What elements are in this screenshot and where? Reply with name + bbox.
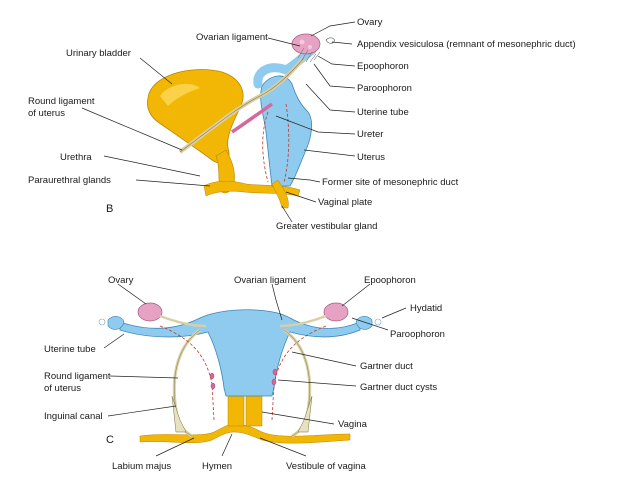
gartner-duct-cysts-shape xyxy=(209,368,278,390)
label-b-paraurethral-glands: Paraurethral glands xyxy=(28,175,111,186)
label-c-hymen: Hymen xyxy=(202,461,232,472)
label-b-uterus: Uterus xyxy=(357,152,385,163)
ureter-shape-b xyxy=(231,102,274,134)
label-c-vestibule-of-vagina: Vestibule of vagina xyxy=(286,461,366,472)
label-c-hydatid: Hydatid xyxy=(410,303,442,314)
mesonephric-trace-b xyxy=(262,103,290,183)
label-b-appendix-vesiculosa: Appendix vesiculosa (remnant of mesoneph… xyxy=(357,39,576,50)
ovary-shape-c-right xyxy=(323,302,349,322)
label-c-labium-majus: Labium majus xyxy=(112,461,171,472)
label-b-uterine-tube: Uterine tube xyxy=(357,107,409,118)
label-b-former-site: Former site of mesonephric duct xyxy=(322,177,459,188)
panel-b: Ovary Ovarian ligament Appendix vesiculo… xyxy=(28,17,576,232)
bladder-highlight xyxy=(160,83,200,106)
label-c-gartner-duct-cysts: Gartner duct cysts xyxy=(360,382,437,393)
leader-lines-c xyxy=(103,283,407,457)
ovarian-ligament-shape-right xyxy=(279,314,327,328)
label-b-ureter: Ureter xyxy=(357,129,383,140)
vestibule-shape-c xyxy=(139,423,351,444)
label-c-ovary: Ovary xyxy=(108,275,134,286)
ovary-shape-b xyxy=(291,33,321,55)
ovarian-ligament-shape-left xyxy=(159,314,207,328)
fimbria-left xyxy=(107,316,125,330)
appendix-vesiculosa-shape xyxy=(325,37,335,44)
label-b-vaginal-plate: Vaginal plate xyxy=(318,197,372,208)
label-b-ovarian-ligament: Ovarian ligament xyxy=(196,32,268,43)
gartner-duct-shape-left xyxy=(159,325,215,421)
label-c-inguinal-canal: Inguinal canal xyxy=(44,411,103,422)
label-b-greater-vestibular-gland: Greater vestibular gland xyxy=(276,221,377,232)
label-c-paroophoron: Paroophoron xyxy=(390,329,445,340)
label-b-ovary: Ovary xyxy=(357,17,383,28)
label-c-vagina: Vagina xyxy=(338,419,368,430)
vagina-shape-c xyxy=(227,395,263,427)
label-c-round-ligament-2: of uterus xyxy=(44,383,81,394)
label-b-round-ligament-2: of uterus xyxy=(28,108,65,119)
label-b-urinary-bladder: Urinary bladder xyxy=(66,48,131,59)
inguinal-canal-shape-left xyxy=(171,395,187,433)
fimbria-right xyxy=(355,316,373,330)
label-c-epoophoron: Epoophoron xyxy=(364,275,416,286)
label-b-urethra: Urethra xyxy=(60,152,92,163)
panel-letter-c: C xyxy=(106,434,114,446)
label-c-gartner-duct: Gartner duct xyxy=(360,361,413,372)
uterus-shape-c xyxy=(119,309,361,397)
hydatid-shape-right xyxy=(374,318,382,326)
ovary-shape-c-left xyxy=(137,302,163,322)
leader-lines-b xyxy=(81,21,356,223)
label-b-round-ligament-1: Round ligament xyxy=(28,96,95,107)
label-b-paroophoron: Paroophoron xyxy=(357,83,412,94)
label-c-round-ligament-1: Round ligament xyxy=(44,371,111,382)
panel-letter-b: B xyxy=(106,203,113,215)
epoophoron-shape-b xyxy=(297,47,321,63)
panel-c: Ovary Ovarian ligament Epoophoron Hydati… xyxy=(44,275,445,472)
vaginal-plate-shape-b xyxy=(271,179,289,209)
label-c-ovarian-ligament: Ovarian ligament xyxy=(234,275,306,286)
hydatid-shape-left xyxy=(98,318,106,326)
label-b-epoophoron: Epoophoron xyxy=(357,61,409,72)
label-c-uterine-tube: Uterine tube xyxy=(44,344,96,355)
